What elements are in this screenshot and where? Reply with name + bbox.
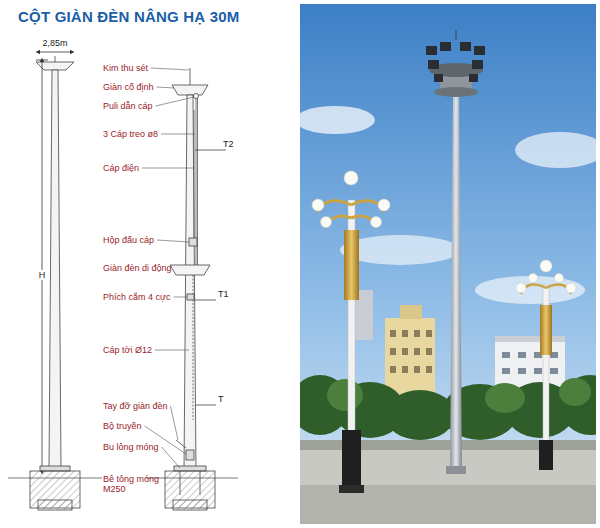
decorative-lamp (312, 171, 390, 493)
floodlight-ring (426, 30, 485, 97)
leader-line (151, 68, 189, 70)
section-mark: T (218, 394, 224, 404)
part-label: Bộ truyền (103, 421, 142, 431)
part-label: Kim thu sét (103, 63, 148, 73)
photo (300, 4, 596, 524)
section-mark: T1 (218, 289, 229, 299)
section-mark: T2 (223, 139, 234, 149)
leader-line (170, 406, 178, 440)
title: CỘT GIÀN ĐÈN NÂNG HẠ 30M (18, 8, 239, 25)
leader-line (174, 297, 187, 298)
part-label: Cáp tời Ø12 (103, 345, 152, 355)
leader-line (157, 240, 189, 242)
leader-line (157, 87, 174, 88)
leader-line (155, 350, 189, 351)
dimension: H (38, 270, 47, 280)
part-label: Tay đỡ giàn đèn (103, 401, 167, 411)
decorative-lamp (516, 260, 576, 470)
part-label: Cáp điện (103, 163, 139, 173)
part-label: Bê tông móng M250 (103, 474, 165, 495)
leader-line (162, 447, 180, 468)
part-label: 3 Cáp treo ø8 (103, 129, 158, 139)
dimension: 2,85m (41, 38, 68, 48)
part-label: Giàn đèn di động (103, 263, 172, 273)
part-label: Puli dẫn cáp (103, 101, 153, 111)
part-label: Hộp đấu cáp (103, 235, 154, 245)
leader-line (142, 168, 194, 169)
part-label: Bu lông móng (103, 442, 159, 452)
part-label: Giàn cố định (103, 82, 154, 92)
leader-line (161, 134, 195, 135)
part-label: Phích cắm 4 cực (103, 292, 171, 302)
pole-elevation (8, 52, 102, 510)
leader-line (156, 97, 194, 106)
pole-detail (145, 68, 238, 510)
